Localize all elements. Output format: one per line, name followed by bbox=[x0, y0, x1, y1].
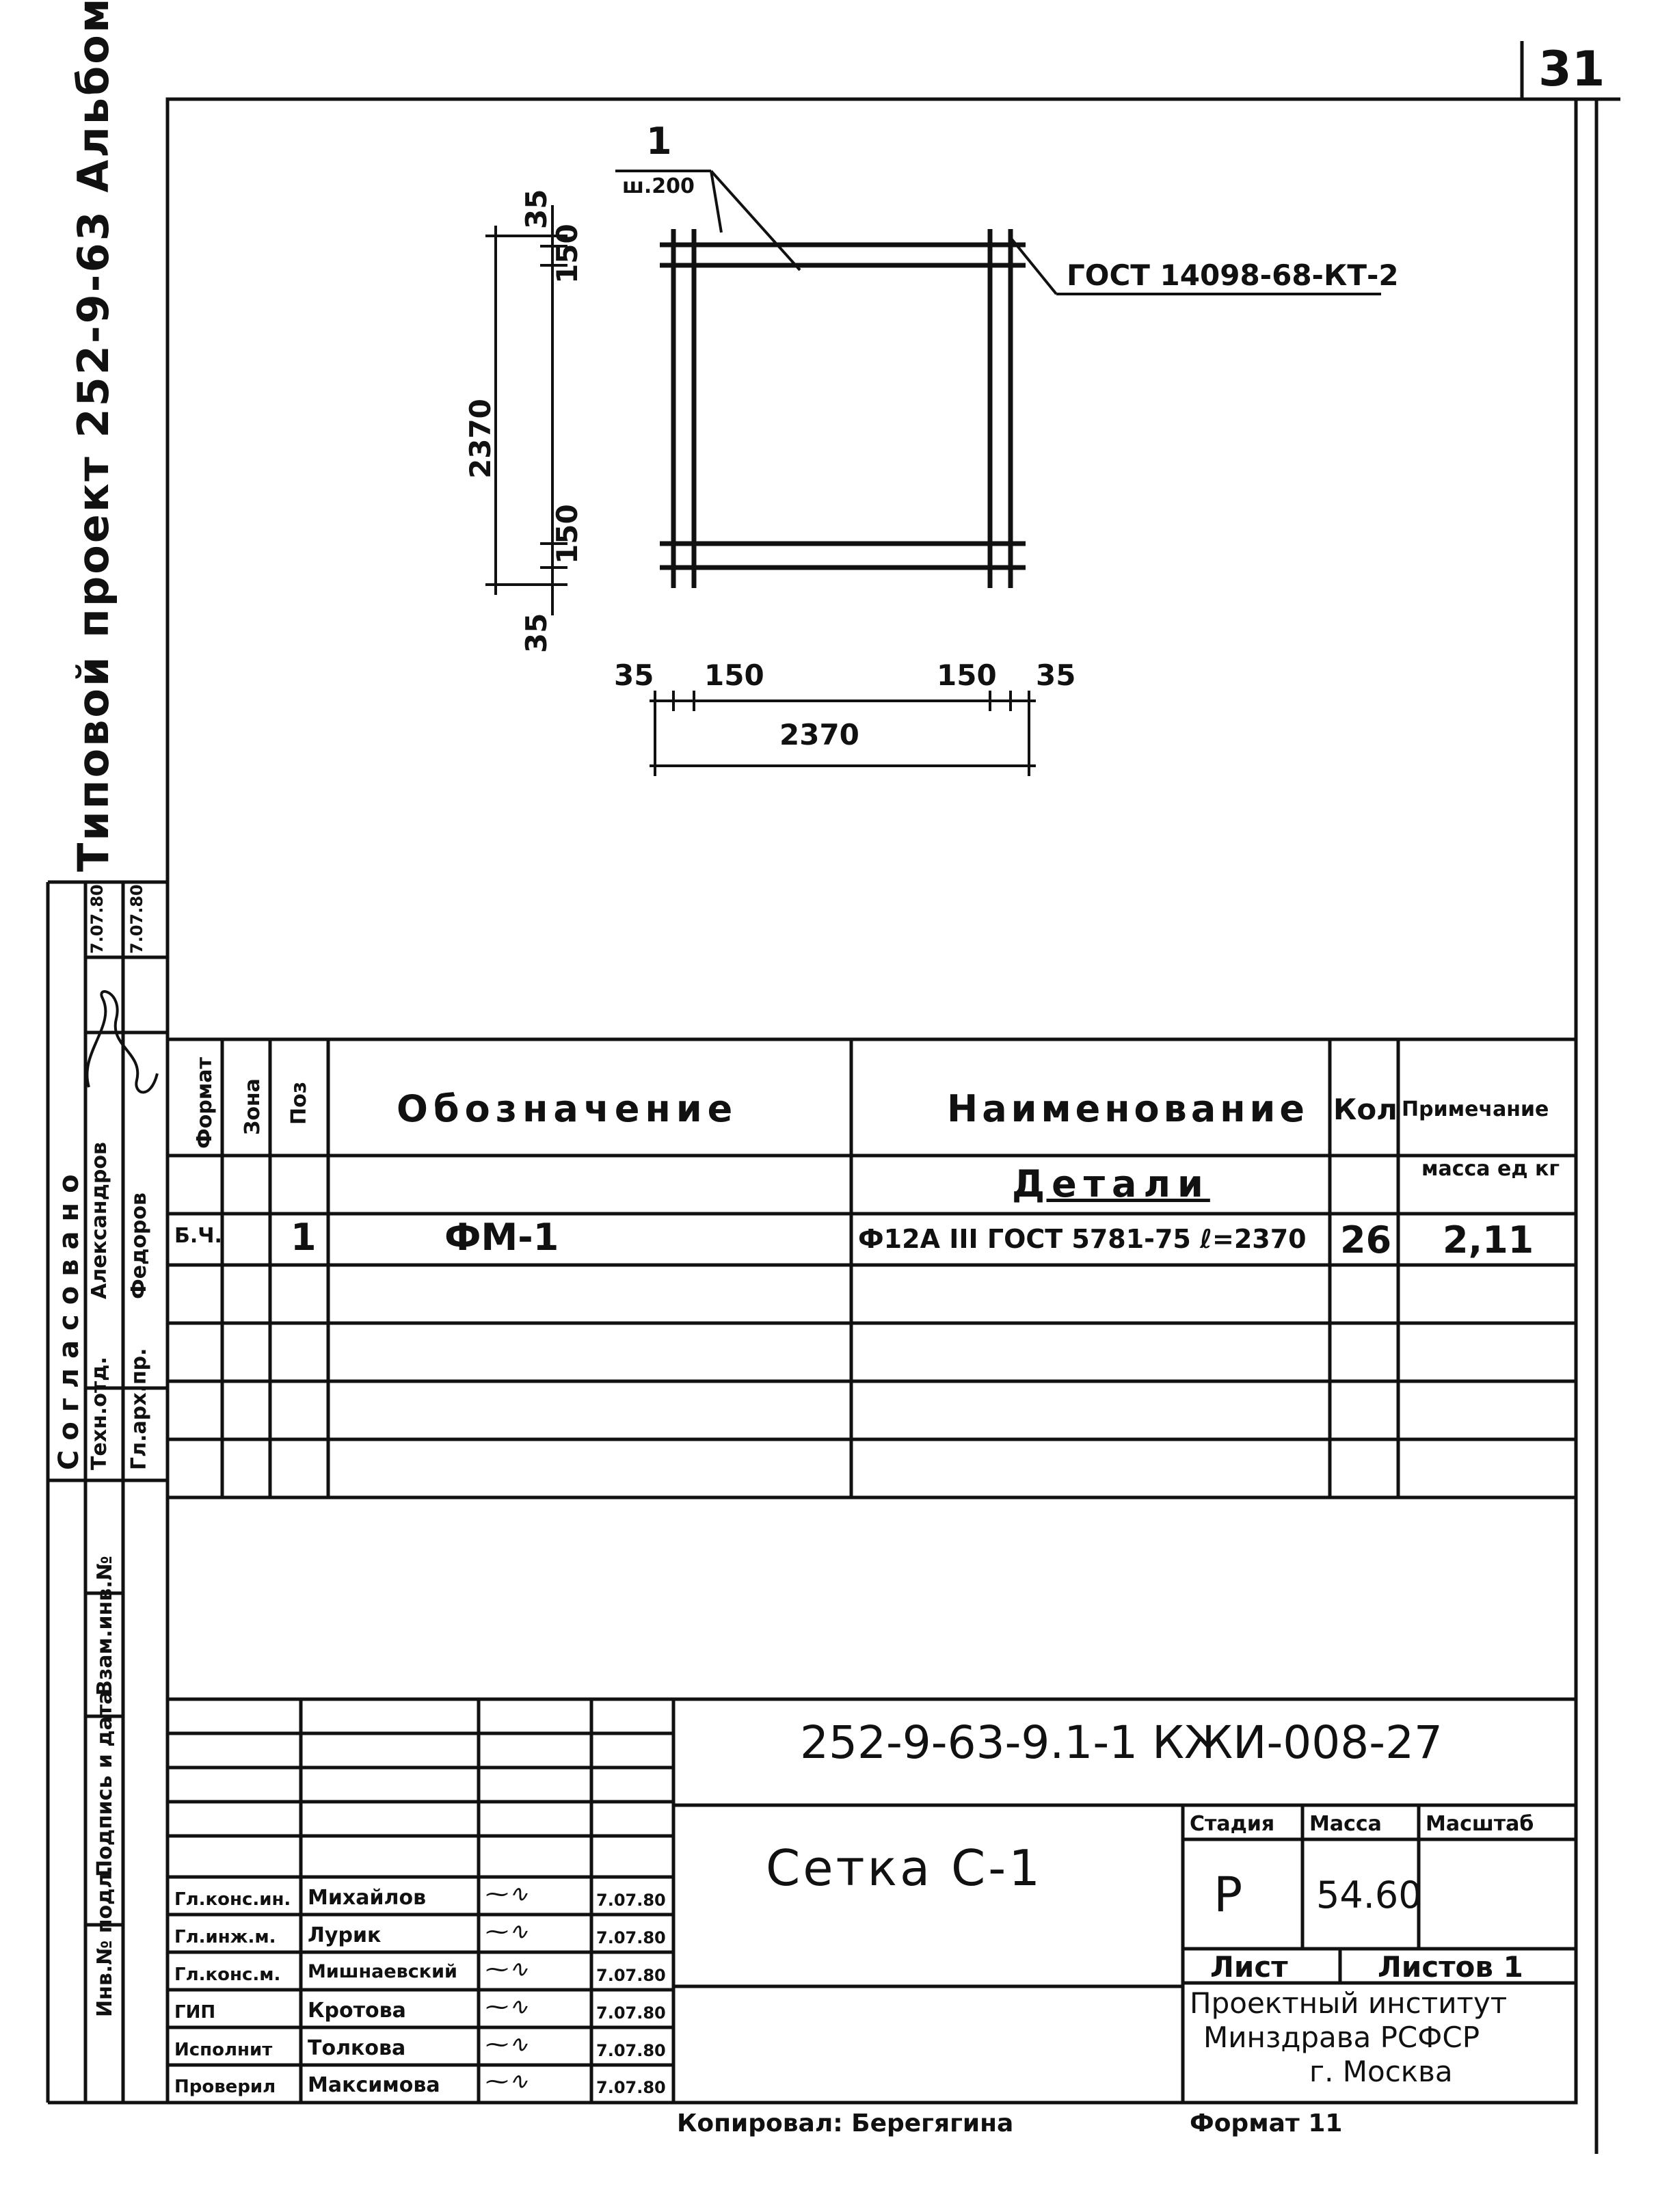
approval-name-1: Александров bbox=[88, 1142, 111, 1299]
signature-date: 7.07.80 bbox=[596, 1966, 666, 1985]
dim-horizontal-right-gap: 150 bbox=[937, 658, 997, 692]
signature-role: ГИП bbox=[174, 2002, 216, 2023]
spec-header-zone: Зона bbox=[241, 1078, 265, 1135]
spec-note-mass-header: масса ед кг bbox=[1421, 1157, 1560, 1181]
spec-row-name: Ф12А III ГОСТ 5781-75 ℓ=2370 bbox=[858, 1224, 1307, 1254]
approval-role-1: Техн.отд. bbox=[88, 1357, 111, 1470]
signature-role: Гл.инж.м. bbox=[174, 1927, 276, 1947]
dim-vertical-total: 2370 bbox=[464, 399, 497, 479]
signature-date: 7.07.80 bbox=[596, 1928, 666, 1947]
dim-vertical-top-offset: 35 bbox=[520, 189, 553, 229]
object-name: Сетка С-1 bbox=[766, 1839, 1043, 1897]
approval-signature-icon bbox=[85, 990, 159, 1094]
signature-name: Толкова bbox=[308, 2036, 406, 2060]
dim-horizontal-total: 2370 bbox=[779, 718, 859, 751]
gost-label: ГОСТ 14098-68-КТ-2 bbox=[1067, 258, 1399, 292]
approval-date-2: 7.07.80 bbox=[127, 884, 146, 954]
stage-label: Стадия bbox=[1190, 1812, 1275, 1836]
signature-name: Лурик bbox=[308, 1923, 382, 1947]
margin-sign-date: Подпись и дата bbox=[93, 1690, 117, 1877]
footer-format: Формат 11 bbox=[1190, 2109, 1343, 2137]
approval-heading: Согласовано bbox=[53, 1164, 85, 1470]
scale-label: Масштаб bbox=[1426, 1812, 1534, 1836]
spec-row-note: 2,11 bbox=[1443, 1218, 1534, 1262]
sheets-label: Листов 1 bbox=[1378, 1950, 1523, 1984]
approval-date-1: 7.07.80 bbox=[88, 884, 107, 954]
dim-horizontal-right-offset: 35 bbox=[1036, 658, 1076, 692]
spec-row-pos: 1 bbox=[291, 1216, 317, 1259]
org-line-1: Проектный институт bbox=[1190, 1986, 1508, 2020]
signature-mark: ⁓∿ bbox=[485, 1956, 529, 1983]
dim-vertical-bottom-offset: 35 bbox=[520, 613, 553, 653]
signature-name: Максимова bbox=[308, 2073, 440, 2097]
approval-role-2: Гл.арх.пр. bbox=[127, 1348, 151, 1470]
org-line-3: г. Москва bbox=[1309, 2055, 1453, 2088]
document-code: 252-9-63-9.1-1 КЖИ-008-27 bbox=[800, 1716, 1443, 1769]
signature-role: Проверил bbox=[174, 2077, 276, 2097]
approval-name-2: Федоров bbox=[127, 1192, 151, 1299]
signature-date: 7.07.80 bbox=[596, 2003, 666, 2023]
signature-mark: ⁓∿ bbox=[485, 2031, 529, 2058]
margin-inv-orig: Инв.№ подл. bbox=[93, 1865, 117, 2017]
signature-name: Кротова bbox=[308, 1999, 406, 2023]
signature-date: 7.07.80 bbox=[596, 1891, 666, 1910]
signature-mark: ⁓∿ bbox=[485, 1993, 529, 2021]
callout-spacing: ш.200 bbox=[622, 174, 695, 198]
side-title: Типовой проект 252-9-63 Альбом V bbox=[68, 0, 118, 872]
dim-horizontal-left-gap: 150 bbox=[704, 658, 764, 692]
signature-date: 7.07.80 bbox=[596, 2041, 666, 2060]
sheet-label: Лист bbox=[1210, 1950, 1288, 1984]
spec-section-title: Детали bbox=[1012, 1162, 1210, 1205]
spec-header-designation: Обозначение bbox=[397, 1087, 738, 1130]
footer-copied: Копировал: Берегягина bbox=[677, 2109, 1014, 2137]
spec-row-format: Б.Ч. bbox=[174, 1224, 222, 1248]
signature-mark: ⁓∿ bbox=[485, 1880, 529, 1908]
stage-value: Р bbox=[1214, 1867, 1243, 1923]
signature-date: 7.07.80 bbox=[596, 2078, 666, 2097]
mass-label: Масса bbox=[1309, 1812, 1382, 1836]
mesh-drawing bbox=[660, 229, 1026, 588]
org-line-2: Минздрава РСФСР bbox=[1203, 2021, 1480, 2054]
signature-role: Гл.конс.ин. bbox=[174, 1889, 291, 1910]
spec-row-qty: 26 bbox=[1340, 1218, 1392, 1262]
dim-vertical-top-gap: 150 bbox=[550, 224, 584, 284]
spec-header-pos: Поз bbox=[287, 1081, 311, 1125]
signature-role: Исполнит bbox=[174, 2040, 273, 2060]
spec-header-format: Формат bbox=[193, 1057, 217, 1149]
spec-header-name: Наименование bbox=[947, 1087, 1309, 1130]
signature-name: Михайлов bbox=[308, 1886, 427, 1910]
signature-mark: ⁓∿ bbox=[485, 1918, 529, 1945]
dim-vertical-bottom-gap: 150 bbox=[550, 504, 584, 564]
spec-row-designation: ФМ-1 bbox=[444, 1216, 559, 1259]
callout-number: 1 bbox=[646, 120, 672, 163]
signature-name: Мишнаевский bbox=[308, 1961, 457, 1982]
sheet-number: 31 bbox=[1538, 41, 1605, 97]
mass-value: 54.60 bbox=[1316, 1874, 1422, 1917]
signature-mark: ⁓∿ bbox=[485, 2068, 529, 2095]
signature-role: Гл.конс.м. bbox=[174, 1964, 281, 1985]
margin-replace-inv: Взам.инв.№ bbox=[93, 1556, 117, 1696]
spec-header-qty: Кол bbox=[1333, 1093, 1398, 1126]
spec-header-note: Примечание bbox=[1402, 1097, 1549, 1121]
dim-horizontal-left-offset: 35 bbox=[614, 658, 654, 692]
